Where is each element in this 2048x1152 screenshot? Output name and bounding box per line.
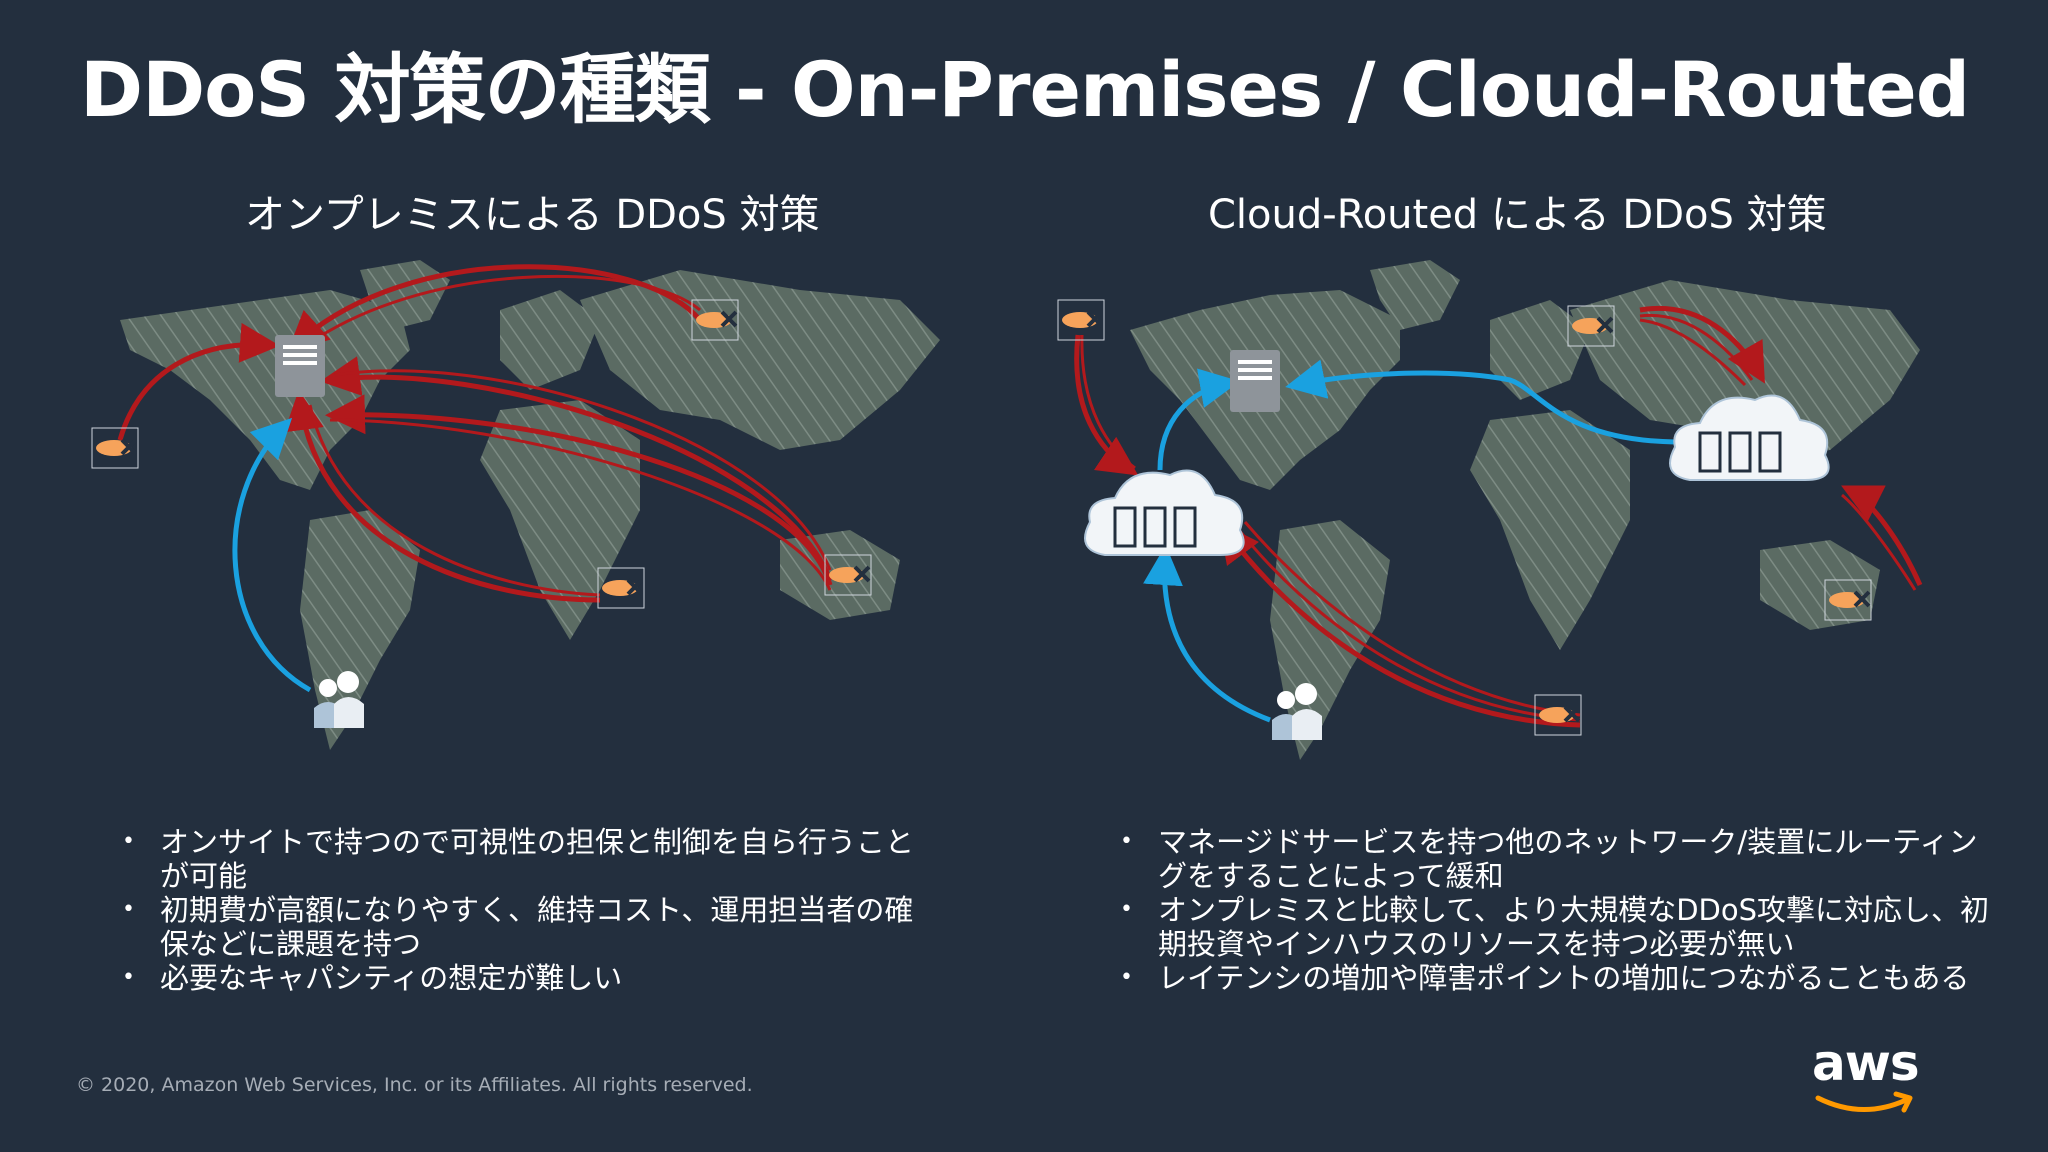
slide-title: DDoS 対策の種類 - On-Premises / Cloud-Routed xyxy=(80,45,1970,134)
bullet-item: マネージドサービスを持つ他のネットワーク/装置にルーティングをすることによって緩… xyxy=(1118,825,1998,893)
users-icon xyxy=(1272,683,1322,740)
right-world-map xyxy=(1057,260,1923,760)
bot-icon xyxy=(1534,694,1582,736)
continents xyxy=(120,260,940,750)
aws-logo-text: aws xyxy=(1812,1034,1920,1092)
left-panel-title: オンプレミスによる DDoS 対策 xyxy=(245,192,820,238)
continents xyxy=(1130,260,1920,760)
attack-arrows xyxy=(1074,306,1923,728)
cloud-scrubbing-icon xyxy=(1669,394,1830,481)
bot-icon xyxy=(597,567,645,609)
bullet-item: オンプレミスと比較して、より大規模なDDoS攻撃に対応し、初期投資やインハウスの… xyxy=(1118,893,1998,961)
right-panel-title: Cloud-Routed による DDoS 対策 xyxy=(1208,192,1827,238)
aws-smile-icon xyxy=(1815,1091,1913,1113)
users-icon xyxy=(314,671,364,728)
cloud-scrubbing-icon xyxy=(1084,469,1245,556)
left-world-map xyxy=(91,260,940,750)
right-bullet-list: マネージドサービスを持つ他のネットワーク/装置にルーティングをすることによって緩… xyxy=(1118,825,1998,995)
north-america xyxy=(120,290,410,490)
australia xyxy=(1760,540,1880,630)
left-bullet-list: オンサイトで持つので可視性の担保と制御を自ら行うことが可能 初期費が高額になりや… xyxy=(120,825,920,995)
africa xyxy=(1470,410,1630,650)
asia xyxy=(580,270,940,450)
bot-icon xyxy=(1567,305,1615,347)
europe xyxy=(500,290,600,390)
bot-icon xyxy=(91,427,139,469)
bullet-item: 初期費が高額になりやすく、維持コスト、運用担当者の確保などに課題を持つ xyxy=(120,893,920,961)
user-arrows xyxy=(232,417,312,693)
greenland xyxy=(1370,260,1460,330)
copyright-notice: © 2020, Amazon Web Services, Inc. or its… xyxy=(76,1074,753,1096)
server-icon xyxy=(1230,350,1280,412)
attack-arrows xyxy=(117,264,833,603)
bot-icon xyxy=(1824,579,1872,621)
bullet-item: 必要なキャパシティの想定が難しい xyxy=(120,961,920,995)
bullet-item: レイテンシの増加や障害ポイントの増加につながることもある xyxy=(1118,961,1998,995)
aws-logo: aws xyxy=(1812,1034,1922,1124)
bot-icon xyxy=(1057,299,1105,341)
europe xyxy=(1490,300,1590,400)
bot-icon xyxy=(691,299,739,341)
user-arrows xyxy=(1143,359,1676,723)
bullet-item: オンサイトで持つので可視性の担保と制御を自ら行うことが可能 xyxy=(120,825,920,893)
bot-icon xyxy=(824,554,872,596)
server-icon xyxy=(275,335,325,397)
